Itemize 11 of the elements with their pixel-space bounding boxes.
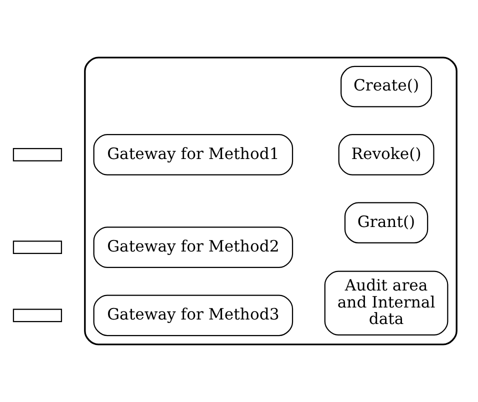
node-box: Revoke() — [338, 134, 434, 176]
node-box: Audit area and Internal data — [324, 270, 448, 336]
node-box: Create() — [340, 66, 432, 108]
node-bar — [12, 148, 62, 162]
node-box: Gateway for Method2 — [92, 226, 293, 268]
node-bar — [12, 240, 62, 254]
cluster — [84, 56, 457, 346]
node-box: Gateway for Method1 — [92, 134, 293, 176]
node-box: Grant() — [344, 202, 428, 244]
node-bar — [12, 308, 62, 322]
node-box: Gateway for Method3 — [92, 294, 293, 336]
